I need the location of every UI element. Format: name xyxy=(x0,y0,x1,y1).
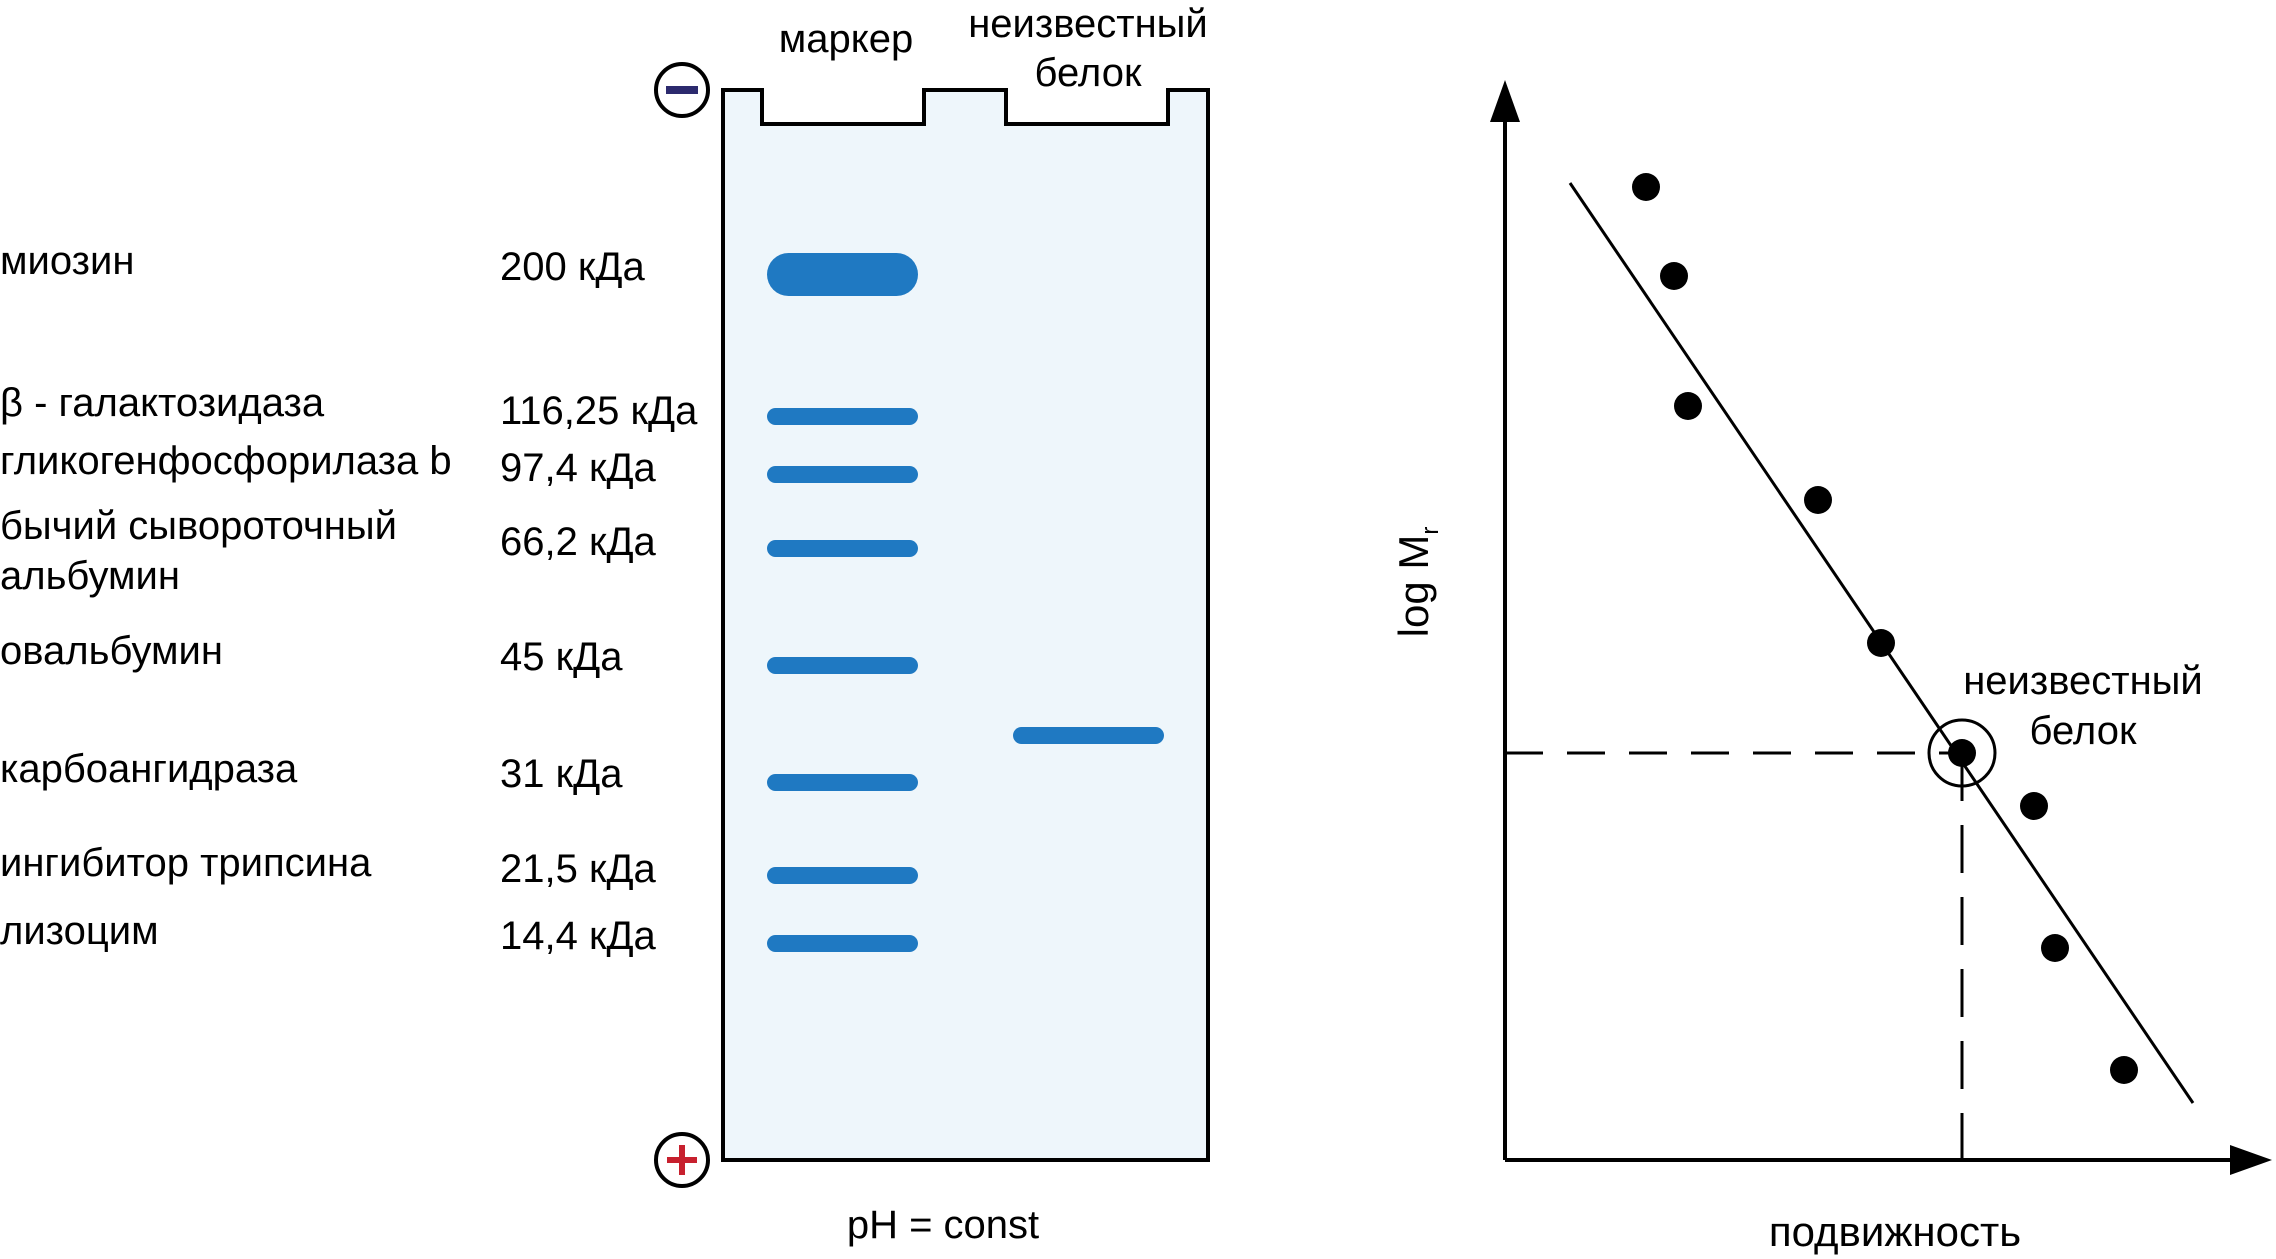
marker-band-bsa xyxy=(767,540,918,557)
protein-name-glycogen-phosphorylase: гликогенфосфорилаза b xyxy=(0,439,452,483)
marker-bands xyxy=(767,253,918,952)
y-axis-arrow-icon xyxy=(1490,80,1520,122)
protein-name-beta-galactosidase: β - галактозидаза xyxy=(0,381,325,425)
unknown-protein-band xyxy=(1013,727,1164,744)
protein-mass-beta-galactosidase: 116,25 кДа xyxy=(500,389,698,433)
plus-sign-vertical-icon xyxy=(679,1145,685,1175)
data-point xyxy=(1804,486,1832,514)
protein-list: миозин 200 кДа β - галактозидаза 116,25 … xyxy=(0,239,698,958)
protein-mass-glycogen-phosphorylase: 97,4 кДа xyxy=(500,446,657,490)
protein-mass-trypsin-inhibitor: 21,5 кДа xyxy=(500,847,657,891)
data-points xyxy=(1632,173,2138,1084)
marker-band-glycogen-phosphorylase xyxy=(767,466,918,483)
protein-mass-lysozyme: 14,4 кДа xyxy=(500,914,657,958)
protein-name-bsa-line2: альбумин xyxy=(0,554,180,598)
protein-mass-bsa: 66,2 кДа xyxy=(500,520,657,564)
marker-band-lysozyme xyxy=(767,935,918,952)
protein-name-myosin: миозин xyxy=(0,239,134,283)
gel-footer: pH = const xyxy=(847,1203,1039,1247)
gel: маркер неизвестный белок pH = const xyxy=(654,2,1210,1247)
protein-name-ovalbumin: овальбумин xyxy=(0,629,223,673)
x-axis-label: подвижность xyxy=(1769,1208,2021,1255)
unknown-data-point xyxy=(1948,739,1976,767)
plot-unknown-label-line2: белок xyxy=(2030,709,2137,753)
marker-band-myosin xyxy=(767,253,918,296)
protein-name-trypsin-inhibitor: ингибитор трипсина xyxy=(0,841,372,885)
protein-mass-myosin: 200 кДа xyxy=(500,245,645,289)
data-point xyxy=(1660,262,1688,290)
marker-band-trypsin-inhibitor xyxy=(767,867,918,884)
protein-mass-carbonic-anhydrase: 31 кДа xyxy=(500,752,623,796)
data-point xyxy=(1632,173,1660,201)
x-axis-arrow-icon xyxy=(2230,1145,2272,1175)
data-point xyxy=(2020,792,2048,820)
svg-text:log Mr: log Mr xyxy=(1390,527,1444,638)
minus-sign-icon xyxy=(666,86,698,94)
protein-name-bsa-line1: бычий сывороточный xyxy=(0,504,397,548)
protein-name-carbonic-anhydrase: карбоангидраза xyxy=(0,747,298,791)
plot-unknown-label-line1: неизвестный xyxy=(1963,659,2203,703)
data-point xyxy=(2110,1056,2138,1084)
cathode xyxy=(654,62,710,118)
y-axis-label: log Mr xyxy=(1390,527,1444,638)
data-point xyxy=(1674,392,1702,420)
marker-band-beta-galactosidase xyxy=(767,408,918,425)
unknown-highlight-ring xyxy=(1927,718,1997,788)
anode xyxy=(654,1132,710,1188)
protein-mass-ovalbumin: 45 кДа xyxy=(500,635,623,679)
lane-marker-label: маркер xyxy=(779,17,913,61)
y-axis-label-main: log M xyxy=(1390,535,1437,638)
data-point xyxy=(1867,629,1895,657)
calibration-plot: log Mr подвижность неизвестный белок xyxy=(1390,80,2272,1255)
marker-band-ovalbumin xyxy=(767,657,918,674)
gel-body xyxy=(721,88,1210,1162)
protein-name-lysozyme: лизоцим xyxy=(0,909,159,953)
marker-band-carbonic-anhydrase xyxy=(767,774,918,791)
lane-unknown-label-line2: белок xyxy=(1035,51,1142,95)
data-point xyxy=(2041,934,2069,962)
y-axis-label-sub: r xyxy=(1417,527,1444,535)
lane-unknown-label-line1: неизвестный xyxy=(968,2,1208,46)
